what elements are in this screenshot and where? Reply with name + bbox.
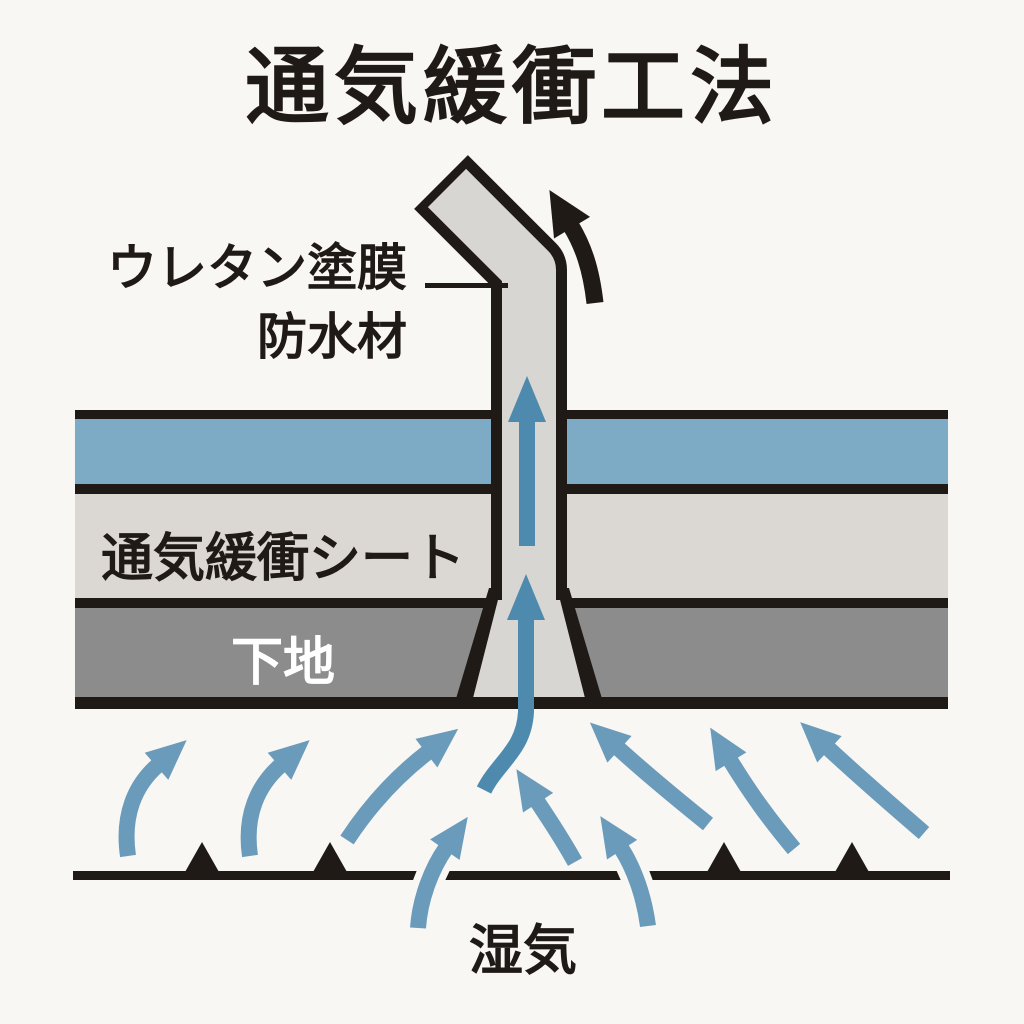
layer-divider [567,484,948,494]
moisture-arrow [240,740,310,858]
ground-spike [313,842,347,872]
ground-spike [835,842,869,872]
urethane-coating-layer [567,419,948,484]
slab-bottom-border [75,697,948,709]
top-border [75,410,491,419]
moisture-arrow [410,816,468,929]
ventilation-sheet-layer [567,494,948,598]
top-border [567,410,948,419]
moisture-arrows [118,722,930,930]
moisture-arrow-into-pipe [476,574,545,794]
label-leader-line [425,283,508,288]
coating-label: ウレタン塗膜 防水材 [107,234,407,372]
moisture-arrow [710,727,801,855]
substrate-layer [75,608,500,700]
layer-divider [75,598,491,608]
substrate-layer [560,608,948,700]
ground-spike [185,842,219,872]
moisture-arrow [118,740,187,858]
pipe-moisture-arrows [470,376,546,798]
moisture-arrow [800,722,930,840]
exhaust-air-arrow [549,189,604,304]
ventilation-sheet-layer [75,494,491,598]
ground-spike [707,842,741,872]
moisture-arrow [600,816,656,928]
urethane-coating-layer [75,419,491,484]
substrate-label: 下地 [230,634,335,692]
coating-label-line1: ウレタン塗膜 [107,240,407,296]
ground [73,842,950,880]
coating-label-line2: 防水材 [257,309,407,365]
moisture-arrow [516,769,582,866]
roof-slab-left [75,410,500,700]
ventilation-sheet-label: 通気緩衝シート [100,530,465,588]
diagram-title: 通気緩衝工法 [244,40,779,134]
moisture-arrow [589,722,714,831]
layer-divider [75,484,491,494]
moisture-label: 湿気 [469,921,577,981]
moisture-arrow [340,728,459,845]
ground-line [73,871,950,880]
layer-divider [567,598,948,608]
roof-slab-right [560,410,948,700]
